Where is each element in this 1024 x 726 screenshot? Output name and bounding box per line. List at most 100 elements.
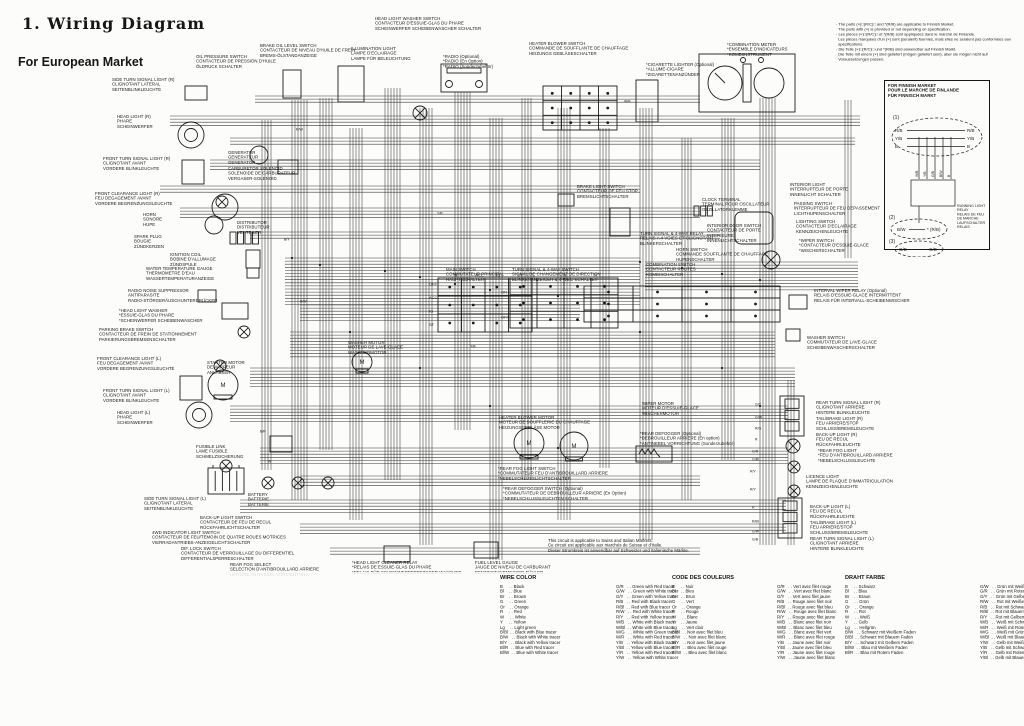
legend-column: G/R . . Green with Red tracer G/W . . Gr… bbox=[616, 584, 679, 661]
washer-switch-label-text: WASHER SWITCH COMMUTATEUR DE LAVE-GLACE … bbox=[807, 335, 877, 350]
wire-code-tag: G/W bbox=[755, 416, 769, 423]
oil-pressure-switch-label-text: OIL PRESSURE SWITCH CONTACTEUR DE PRESSI… bbox=[196, 54, 276, 69]
front-clearance-light-l-label-text: FRONT CLEARANCE LIGHT (L) FEU DEGAGEMENT… bbox=[97, 356, 175, 371]
rear-turn-signal-light-l-label: REAR TURN SIGNAL LIGHT (L) CLIGNOTANT AR… bbox=[810, 536, 928, 564]
water-temperature-gauge-glyph bbox=[246, 267, 260, 279]
licence-light-label-text: LICENCE LIGHT LAMPE DE PLAQUE D'IMMATRIC… bbox=[806, 474, 893, 489]
wire-code-text: G/W bbox=[752, 530, 759, 534]
legend-group-title: DRAHT FARBE bbox=[845, 574, 885, 581]
brake-oil-level-switch-label-text: BRAKE OIL LEVEL SWITCH CONTACTEUR DE NIV… bbox=[260, 43, 356, 58]
svg-text:R/B: R/B bbox=[967, 128, 975, 133]
wire-code-tag: W bbox=[268, 460, 275, 467]
generator-label-text: GENERATOR GENERATEUR GENERATOR bbox=[228, 150, 259, 165]
turn-signal-4way-relay-label: TURN SIGNAL & 4-WAY RELAY RELAIS A 4 VOI… bbox=[640, 231, 777, 259]
wire-code-text: G/W bbox=[755, 416, 762, 420]
side-turn-signal-r-glyph bbox=[184, 85, 208, 101]
svg-text:M: M bbox=[527, 441, 532, 447]
legend-columns: B . . Black Bl . . Blue Br . . Brown G .… bbox=[500, 584, 732, 726]
svg-text:W/B: W/B bbox=[915, 170, 919, 177]
interior-light-label: INTERIOR LIGHT INTERRUPTEUR DE PORTE INN… bbox=[790, 182, 898, 210]
dif-lock-switch-label: DIF. LOCK SWITCH CONTACTEUR DE VERROUILL… bbox=[181, 546, 391, 574]
rear-fog-light-label-text: *REAR FOG LIGHT *FEU D'ANTIBROUILLARD AR… bbox=[818, 448, 893, 463]
combination-switch-label-text: COMBINATION SWITCH CONTACTEUR ROUTES KOM… bbox=[646, 262, 696, 277]
wire-code-text: R bbox=[752, 506, 755, 510]
head-light-l-label-text: HEAD LIGHT (L) PHARE SCHEINWERFER bbox=[117, 410, 153, 425]
wire-code-text: B/W bbox=[300, 300, 307, 304]
svg-text:B: B bbox=[967, 144, 970, 149]
radio-noise-suppressor-glyph bbox=[197, 289, 217, 303]
brake-light-switch-label: BRAKE LIGHT SWITCH CONTACTEUR DE FEU STO… bbox=[577, 184, 690, 212]
licence-light-label: LICENCE LIGHT LAMPE DE PLAQUE D'IMMATRIC… bbox=[806, 474, 967, 502]
parking-brake-switch-label-text: PARKING BRAKE SWITCH CONTACTEUR DE FREIN… bbox=[99, 327, 197, 342]
svg-text:R/B: R/B bbox=[895, 128, 903, 133]
rear-defogger-switch-label-text: *REAR DEFOGGER SWITCH (Optional) *COMMUT… bbox=[503, 486, 627, 501]
licence-light-1-glyph bbox=[787, 460, 801, 474]
wire-code-text: G/Y bbox=[755, 403, 762, 407]
distributor-label: DISTRIBUTOR DISTRIBUTEUR VERTEILER bbox=[237, 220, 297, 248]
svg-text:(2): (2) bbox=[889, 215, 895, 221]
legend-column: G/W . . Grün mit Weißem Faden G/R . . Gr… bbox=[980, 584, 1024, 661]
horn-switch-label-text: HORN SWITCH COMMANDE SOUFFLANTE DE CHAUF… bbox=[676, 247, 768, 262]
combination-meter-label: *COMBINATION METER *ENSEMBLE D'INDICATEU… bbox=[727, 42, 839, 70]
lighting-switch-label: LIGHTING SWITCH CONTACTEUR D'ECLAIRAGE K… bbox=[796, 219, 908, 247]
front-clearance-light-r-label-text: FRONT CLEARANCE LIGHT (R) FEU DEGAGEMENT… bbox=[95, 191, 173, 206]
svg-text:(3): (3) bbox=[889, 239, 895, 245]
front-clearance-light-r-label: FRONT CLEARANCE LIGHT (R) FEU DEGAGEMENT… bbox=[95, 191, 239, 219]
turn-signal-4way-relay-label-text: TURN SIGNAL & 4-WAY RELAY RELAIS A 4 VOI… bbox=[640, 231, 714, 246]
head-light-washer-label: *HEAD LIGHT WASHER *ESSUIE-GLAS DU PHARE… bbox=[119, 308, 274, 336]
wire-code-text: G/B bbox=[752, 538, 759, 542]
head-light-cleaner-relay-glyph bbox=[383, 545, 411, 563]
rear-defogger-glyph bbox=[635, 445, 673, 463]
wire-code-tag: B/R bbox=[260, 430, 272, 437]
svg-text:B/W: B/W bbox=[897, 227, 906, 232]
interval-wiper-relay-label: INTERVAL WIPER RELAY (Optional) RELAIS D… bbox=[814, 288, 991, 316]
head-light-r-label-text: HEAD LIGHT (R) PHARE SCHEINWERFER bbox=[117, 114, 153, 129]
rear-fog-light-label: *REAR FOG LIGHT *FEU D'ANTIBROUILLARD AR… bbox=[818, 448, 956, 476]
horn-label: HORN SONORE HUPE bbox=[143, 212, 178, 240]
head-light-washer-glyph bbox=[221, 302, 249, 320]
water-temperature-gauge-label: WATER TEMPERATURE GAUGE THERMOMETRE D'EA… bbox=[146, 266, 272, 294]
front-clearance-light-l-label: FRONT CLEARANCE LIGHT (L) FEU DEGAGEMENT… bbox=[97, 356, 241, 384]
front-turn-signal-r-glyph bbox=[181, 159, 205, 185]
washer-switch-glyph bbox=[785, 328, 801, 342]
ignition-coil-label: IGNITION COIL BOBINE D'ALLUMAGE ZÜNDSPUL… bbox=[170, 252, 255, 280]
svg-text:G/B: G/B bbox=[929, 247, 937, 252]
heater-blower-motor-glyph: M bbox=[513, 427, 545, 460]
battery-label-text: BATTERY BATTERIE BATTERIE bbox=[248, 492, 270, 507]
market-notes-text: · The parts (×)□(R/C)□ and *(R/B) are ap… bbox=[836, 22, 1011, 62]
oil-pressure-switch-label: OIL PRESSURE SWITCH CONTACTEUR DE PRESSI… bbox=[196, 54, 344, 82]
swiss-italian-note: This circuit is applicable to Swiss and … bbox=[548, 538, 809, 566]
svg-text:OFF: OFF bbox=[501, 315, 510, 320]
interior-door-switch-label: INTERIOR DOOR SWITCH CONTACTEUR DE PORTE… bbox=[707, 223, 807, 260]
legend-column: B . . Black Bl . . Blue Br . . Brown G .… bbox=[500, 584, 561, 656]
turn-signal-4way-relay-glyph bbox=[609, 207, 631, 237]
combination-meter-label-text: *COMBINATION METER *ENSEMBLE D'INDICATEU… bbox=[727, 42, 788, 57]
wire-code-text: Y/B bbox=[470, 345, 476, 349]
market-notes: · The parts (×)□(R/C)□ and *(R/B) are ap… bbox=[836, 22, 1024, 102]
svg-text:(1): (1) bbox=[893, 115, 899, 121]
battery-glyph bbox=[207, 465, 245, 495]
licence-light-2-glyph bbox=[787, 484, 801, 498]
wire-code-tag: G/Bl bbox=[752, 458, 766, 465]
svg-text:B: B bbox=[455, 273, 458, 278]
carburetor-solenoid-glyph bbox=[277, 159, 299, 175]
heater-blower-switch-label: HEATER BLOWER SWITCH COMMANDE DE SOUFFLA… bbox=[529, 41, 713, 69]
svg-text:B: B bbox=[895, 144, 898, 149]
rear-fog-light-switch-label-text: *REAR FOG LIGHT SWITCH *COMMUTATEUR FEU … bbox=[498, 466, 608, 481]
fusible-link-label: FUSIBLE LINK LAME FUSIBLE SCHMELZSICHERU… bbox=[196, 444, 284, 472]
wire-code-tag: R/G bbox=[755, 427, 767, 434]
generator-label: GENERATOR GENERATEUR GENERATOR bbox=[228, 150, 284, 178]
clock-terminal-label-text: CLOCK TERMINAL TERMINAL POUR OSCILLATEUR… bbox=[702, 197, 770, 212]
rear-light-cluster-r-glyph bbox=[779, 395, 805, 437]
combination-switch-glyph bbox=[583, 285, 781, 323]
head-light-l-glyph bbox=[185, 401, 213, 429]
cigarette-lighter-label: *CIGARETTE LIGHTER (Optional) *ALLUME-CI… bbox=[646, 62, 772, 90]
spark-plug-label: SPARK PLUG BOUGIE ZÜNDKERZEN bbox=[134, 234, 190, 262]
wire-code-text: B/R bbox=[260, 430, 266, 434]
turn-signal-4way-switch-label-text: TURN SIGNAL & 4-WAY SWITCH SIGNAL DE CHA… bbox=[512, 267, 601, 282]
svg-text:M: M bbox=[572, 444, 577, 450]
4wd-indicator-light-switch-label: 4WD INDICATOR LIGHT SWITCH CONTACTEUR DE… bbox=[152, 530, 400, 558]
